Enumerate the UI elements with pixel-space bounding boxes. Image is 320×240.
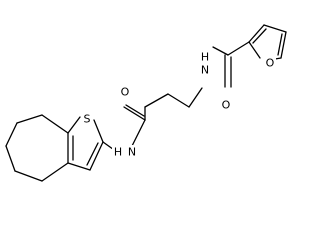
bond-thiophene-s-c7a xyxy=(67,116,81,134)
atom-s-thiophene: S xyxy=(84,113,91,126)
atom-o-amide2-bg xyxy=(119,85,131,99)
bond-furan-to-carbonyl1 xyxy=(227,41,250,56)
bond-ring-c11-c12 xyxy=(14,170,43,182)
atom-n1: N xyxy=(201,64,209,77)
bond-thiophene-c3-c2 xyxy=(89,141,104,171)
bond-ring-c10-c11 xyxy=(5,145,16,172)
atom-o-amide1: O xyxy=(222,99,231,112)
atom-s-thiophene-bg xyxy=(81,112,93,126)
bond-ring-c9-c10 xyxy=(5,122,18,147)
bond-thiophene-c3a-c3 xyxy=(67,162,91,171)
bond-n1-ch2a xyxy=(188,87,203,108)
bond-furan-o-c2 xyxy=(248,41,261,59)
atom-o-furan-bg xyxy=(264,56,276,70)
bond-thiophene-c2-s xyxy=(93,119,104,143)
bond-furan-c2-c3 xyxy=(248,24,265,43)
atom-h-n1: H xyxy=(201,51,209,64)
atom-n2-bg xyxy=(112,145,138,159)
atom-o-amide1-bg xyxy=(220,98,232,112)
bond-carbonyl2-o-double xyxy=(125,104,145,117)
atom-o-furan: O xyxy=(266,57,275,70)
atom-h-n2: H xyxy=(114,146,122,159)
bond-thiophene-c3-c2-double xyxy=(86,142,99,166)
bond-furan-c3-c4 xyxy=(263,24,287,33)
bond-layer xyxy=(5,24,287,182)
atom-o-amide2: O xyxy=(121,86,130,99)
molecule-structure-diagram: O H N O S O N H xyxy=(5,24,287,182)
bond-carbonyl2-o xyxy=(123,106,146,121)
bond-ring-c12-c3a xyxy=(41,162,69,182)
atom-n1-bg xyxy=(198,62,210,76)
bond-ring-c8-c9 xyxy=(16,114,43,124)
bond-carbonyl2-n2 xyxy=(131,119,146,147)
bond-furan-c4-c5 xyxy=(280,31,287,59)
bond-carbonyl1-n1 xyxy=(212,46,229,56)
bond-furan-c2-c3-double xyxy=(252,28,267,44)
bond-ring-c7a-c8 xyxy=(41,114,69,134)
bond-furan-c4-c5-double xyxy=(277,33,283,56)
atom-n2: N xyxy=(128,146,136,159)
bond-ch2a-ch2b xyxy=(167,93,190,108)
bond-ch2b-ch2c xyxy=(144,93,169,108)
atom-label-layer: O H N O S O N H xyxy=(81,51,276,159)
